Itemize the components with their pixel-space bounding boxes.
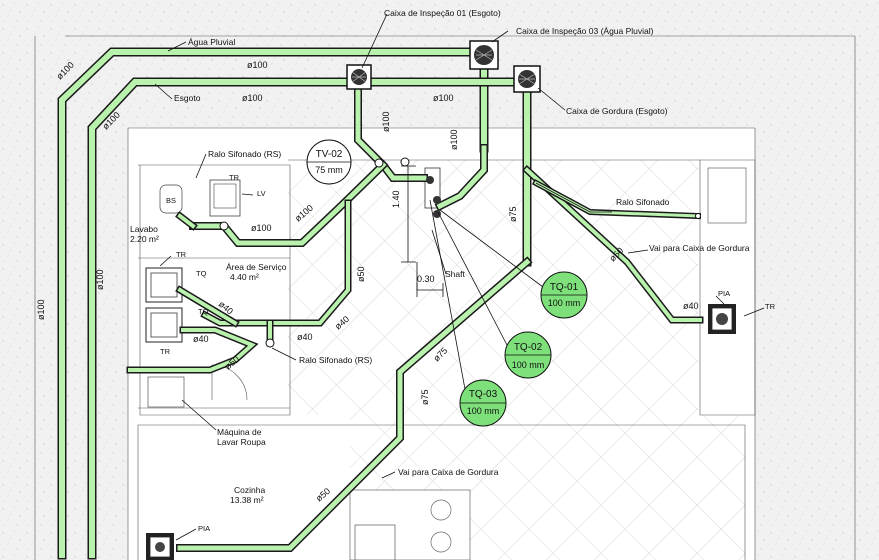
dia-label: ø100 — [95, 269, 105, 290]
fixture-tq: TQ — [198, 307, 209, 316]
callout-vai-caixa-gordura-1: Vai para Caixa de Gordura — [649, 243, 750, 253]
callout-caixa-inspecao-03: Caixa de Inspeção 03 (Água Pluvial) — [516, 26, 654, 36]
pia-drain-right — [708, 304, 736, 334]
fixture-labels: BS TR LV TR TQ TQ TR PIA TR PIA — [160, 173, 776, 533]
tag-tq-01: TQ-01 100 mm — [540, 271, 588, 319]
dimension-lines: 1.40 0.30 — [391, 165, 444, 297]
callout-caixa-gordura: Caixa de Gordura (Esgoto) — [566, 106, 668, 116]
pipe-segment — [128, 328, 256, 372]
pipe-segment — [89, 79, 530, 558]
tag-tv-02-id: TV-02 — [316, 149, 343, 160]
dia-label: ø100 — [449, 129, 459, 150]
tag-tq-02-size: 100 mm — [512, 360, 545, 370]
fixture-pia: PIA — [198, 524, 210, 533]
fixture-tr: TR — [229, 173, 240, 182]
caixa-gordura — [513, 65, 541, 93]
dia-label: ø50 — [356, 266, 366, 282]
room-lavabo-area: 2.20 m² — [130, 234, 159, 244]
room-servico-area: 4.40 m² — [230, 272, 259, 282]
dia-label: ø100 — [242, 93, 263, 103]
dia-label: ø100 — [247, 60, 268, 70]
dia-label: ø100 — [251, 223, 272, 233]
dia-label: ø100 — [381, 111, 391, 132]
tag-tq-03-id: TQ-03 — [469, 389, 498, 400]
leader-lines — [154, 13, 765, 541]
fixture-tr: TR — [765, 302, 776, 311]
pia-drain-left — [146, 533, 174, 560]
tag-tv-02-size: 75 mm — [315, 165, 343, 175]
tag-tq-02: TQ-02 100 mm — [504, 331, 552, 379]
room-cozinha-area: 13.38 m² — [230, 495, 264, 505]
dia-label: ø40 — [297, 332, 313, 342]
fixture-tr: TR — [176, 250, 187, 259]
fixture-bs: BS — [166, 196, 176, 205]
pipe-network — [57, 47, 704, 560]
dia-label: ø75 — [420, 389, 430, 405]
callouts: Caixa de Inspeção 01 (Esgoto) Caixa de I… — [174, 8, 750, 477]
pipe-segment — [436, 145, 487, 210]
tag-tq-01-id: TQ-01 — [550, 282, 579, 293]
callout-ralo-sifonado: Ralo Sifonado — [616, 197, 670, 207]
dim-030: 0.30 — [417, 274, 435, 284]
room-cozinha-name: Cozinha — [234, 485, 265, 495]
dim-140: 1.40 — [391, 190, 401, 208]
callout-ralo-sifonado-lavabo: Ralo Sifonado (RS) — [208, 149, 281, 159]
tag-tq-03-size: 100 mm — [467, 406, 500, 416]
pipe-segment — [524, 167, 702, 322]
tag-tq-01-size: 100 mm — [548, 298, 581, 308]
callout-maquina-lavar-1: Máquina de — [217, 427, 262, 437]
pipe-label-agua-pluvial: Água Pluvial — [188, 37, 235, 47]
dia-label: ø75 — [508, 206, 518, 222]
dia-label: ø40 — [193, 334, 209, 344]
caixa-inspecao-01 — [346, 64, 372, 90]
room-labels: Lavabo 2.20 m² Área de Serviço 4.40 m² C… — [130, 224, 287, 505]
pipe-segment — [202, 201, 350, 325]
dia-label: ø40 — [683, 301, 699, 311]
pipe-segment — [177, 213, 196, 229]
tag-tv-02: TV-02 75 mm — [306, 139, 352, 185]
fixture-pia: PIA — [718, 289, 730, 298]
dia-label: ø100 — [433, 93, 454, 103]
room-servico-name: Área de Serviço — [226, 262, 287, 272]
tag-tq-02-id: TQ-02 — [514, 342, 543, 353]
pipe-label-esgoto: Esgoto — [174, 93, 201, 103]
callout-ralo-sifonado-servico: Ralo Sifonado (RS) — [299, 355, 372, 365]
callout-maquina-lavar-2: Lavar Roupa — [217, 437, 266, 447]
callout-caixa-inspecao-01: Caixa de Inspeção 01 (Esgoto) — [384, 8, 501, 18]
callout-shaft: Shaft — [445, 269, 465, 279]
fixture-lv: LV — [257, 189, 266, 198]
pipe-segment — [190, 161, 387, 246]
fixture-tq: TQ — [196, 269, 207, 278]
callout-vai-caixa-gordura-2: Vai para Caixa de Gordura — [398, 467, 499, 477]
pipe-segment — [177, 287, 238, 326]
pipe-segment — [177, 258, 531, 551]
fixture-tr: TR — [160, 347, 171, 356]
caixa-inspecao-03 — [469, 40, 499, 70]
tag-tq-03: TQ-03 100 mm — [459, 379, 507, 427]
dia-label: ø100 — [36, 299, 46, 320]
room-lavabo-name: Lavabo — [130, 224, 158, 234]
